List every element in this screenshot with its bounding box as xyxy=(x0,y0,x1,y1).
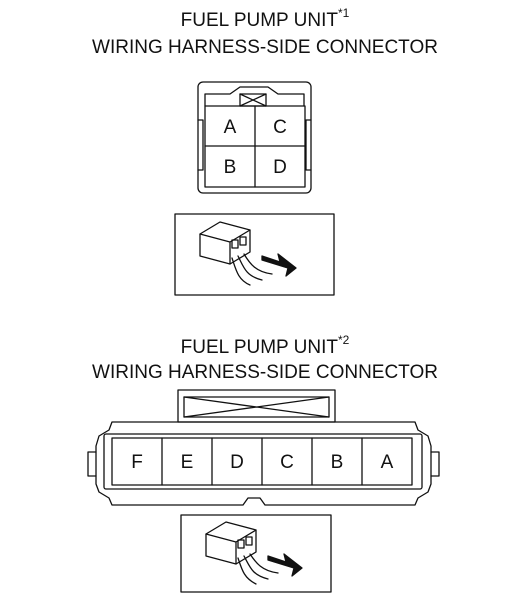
connector-view-direction-icon xyxy=(175,214,334,295)
terminal-label: C xyxy=(273,117,287,138)
terminal-label: A xyxy=(224,117,237,138)
connector2-title-line2: WIRING HARNESS-SIDE CONNECTOR xyxy=(92,362,438,383)
connector2-title-text: FUEL PUMP UNIT xyxy=(180,337,338,358)
terminal-label: C xyxy=(280,452,294,473)
connector1-title-line1: FUEL PUMP UNIT*1 xyxy=(0,7,530,32)
connector-view-direction-icon xyxy=(181,515,331,592)
terminal-label: E xyxy=(181,452,194,473)
terminal-label: B xyxy=(224,157,237,178)
connector1-title-superscript: *1 xyxy=(337,5,350,20)
connector1-title-line2: WIRING HARNESS-SIDE CONNECTOR xyxy=(92,37,438,58)
connector2-title-superscript: *2 xyxy=(337,332,350,347)
connector2-housing xyxy=(88,390,439,505)
terminal-label: D xyxy=(273,157,287,178)
connector1-title-text: FUEL PUMP UNIT xyxy=(180,10,338,31)
connector1-housing xyxy=(198,82,311,193)
terminal-label: F xyxy=(131,452,143,473)
terminal-label: A xyxy=(381,452,394,473)
terminal-label: B xyxy=(331,452,344,473)
terminal-label: D xyxy=(230,452,244,473)
connector2-title-line1: FUEL PUMP UNIT*2 xyxy=(0,334,530,359)
